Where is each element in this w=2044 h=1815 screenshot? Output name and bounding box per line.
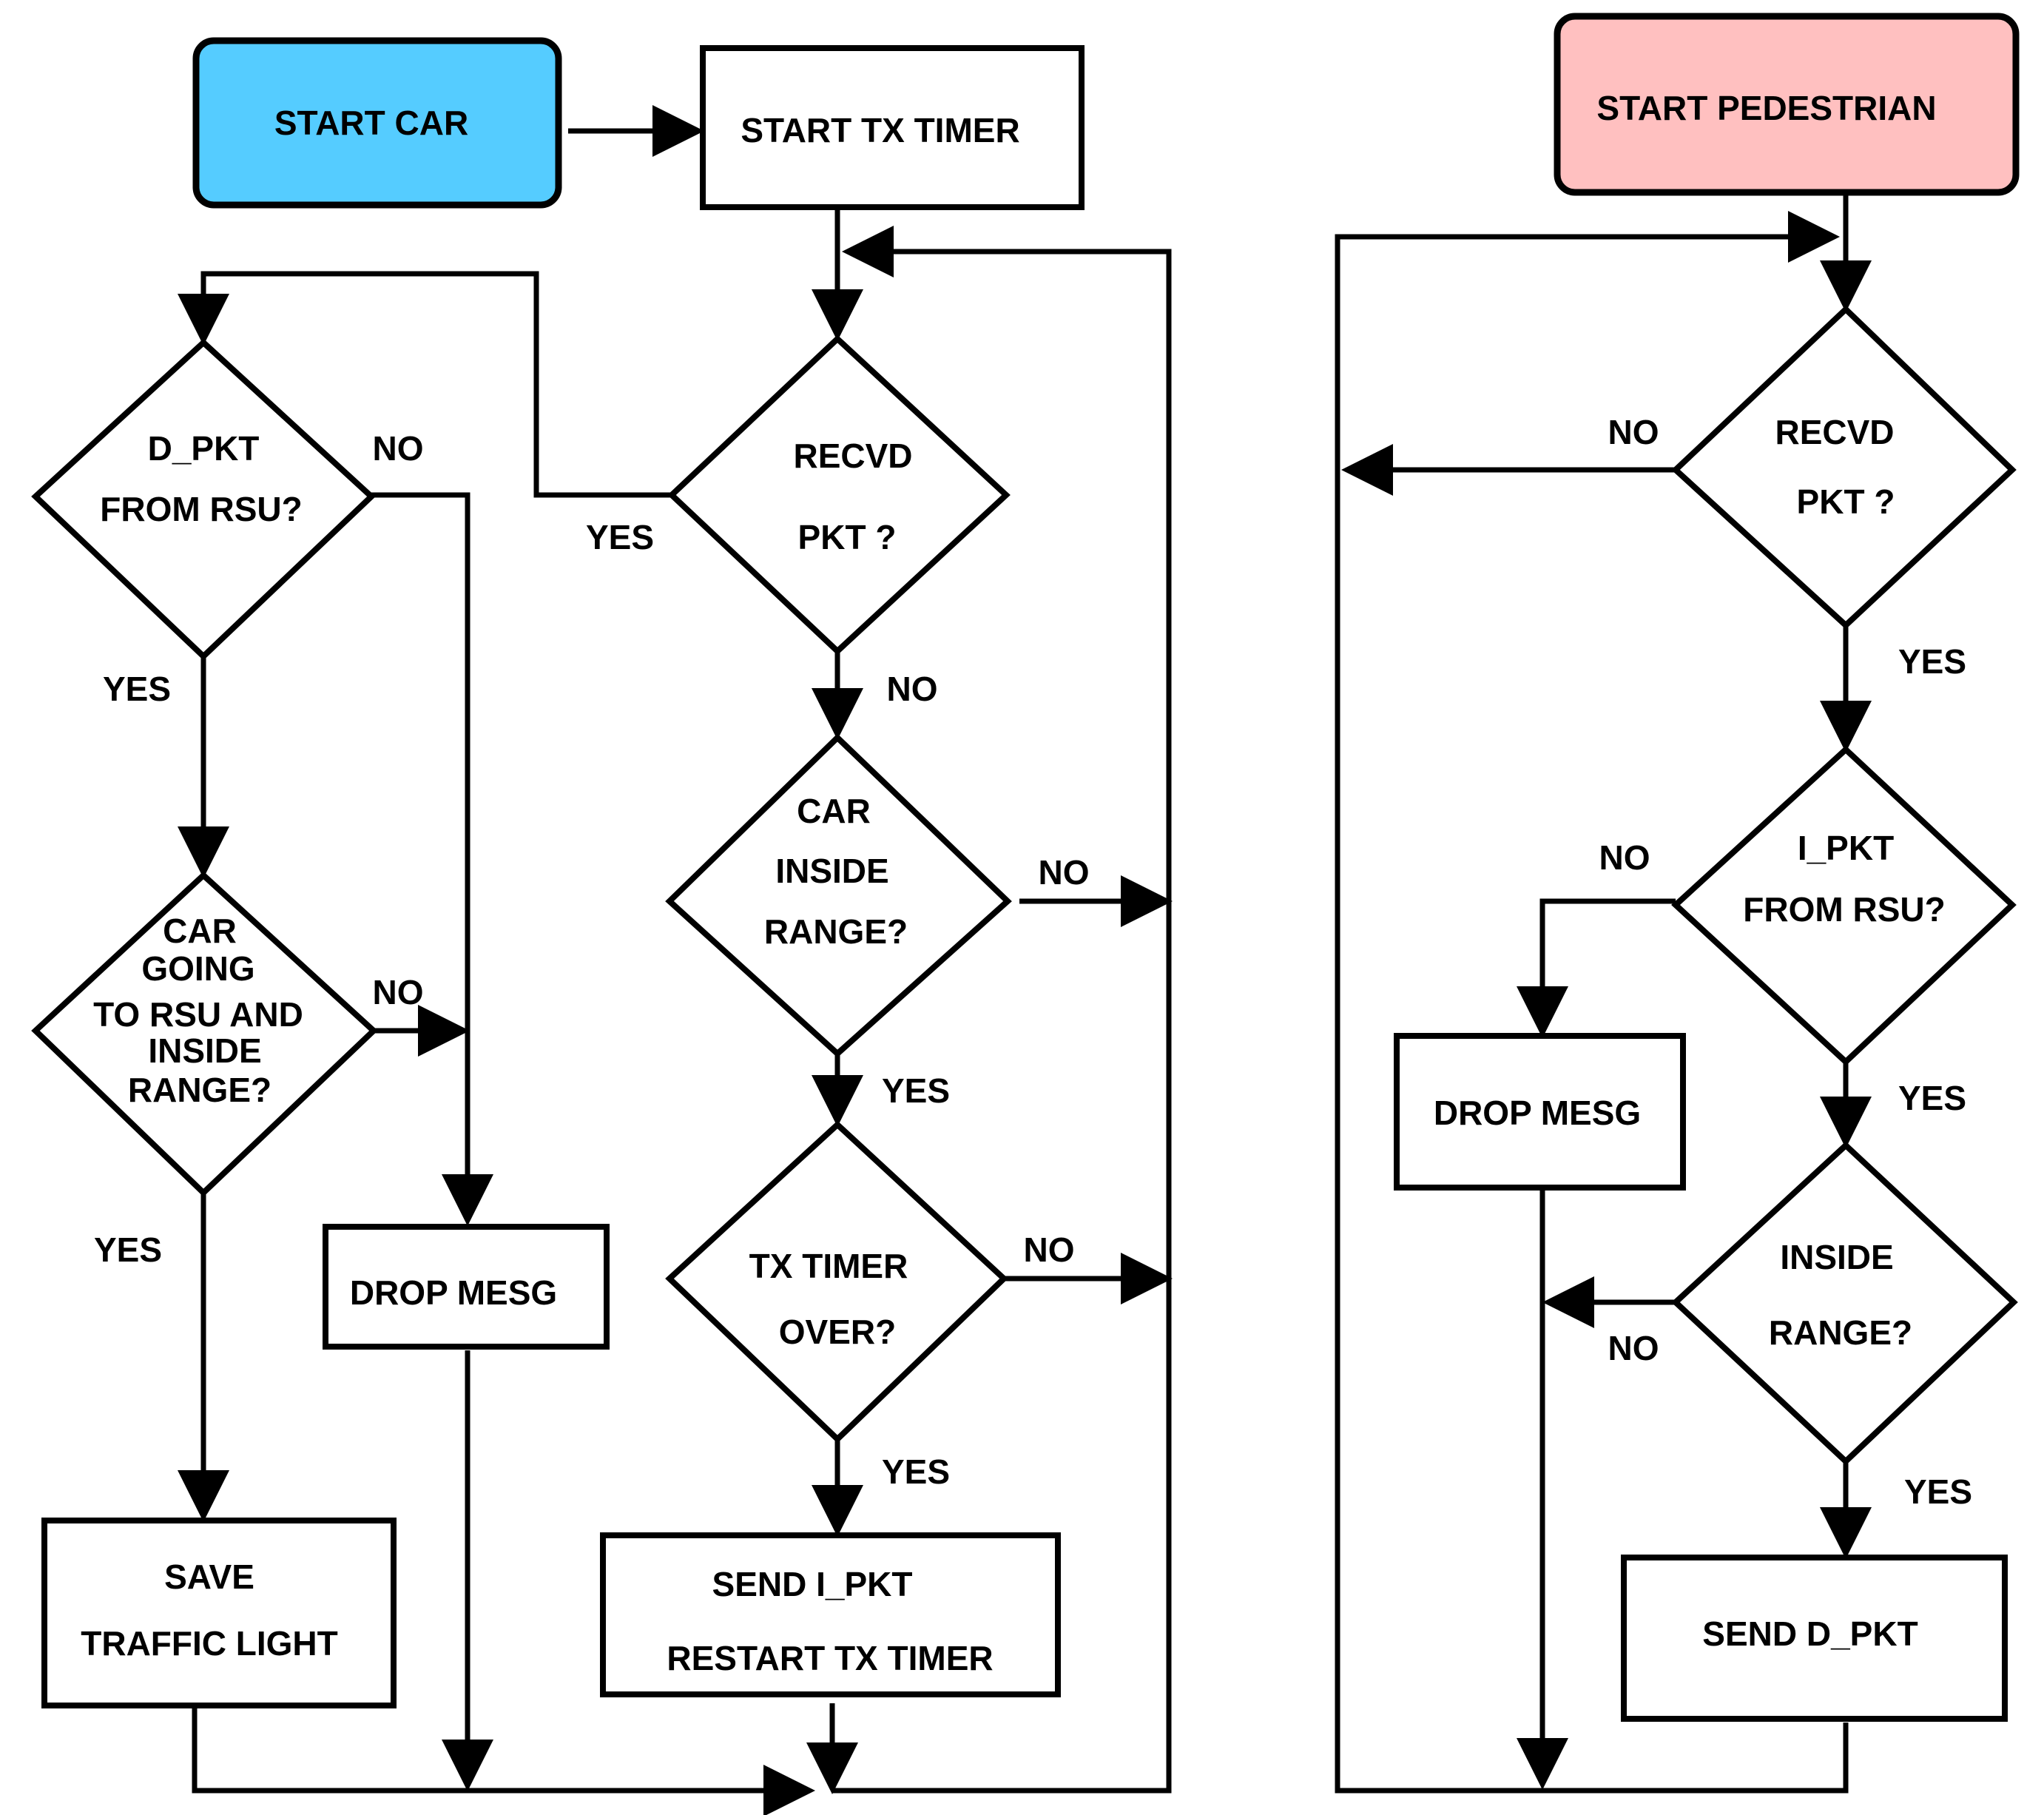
car-going-line-2: GOING bbox=[141, 949, 254, 988]
d-pkt-line-2: FROM RSU? bbox=[100, 490, 302, 528]
ped-inside-range-line-2: RANGE? bbox=[1769, 1313, 1912, 1352]
label-ped-recvd-yes: YES bbox=[1898, 642, 1966, 681]
send-i-pkt-line-2: RESTART TX TIMER bbox=[667, 1639, 993, 1677]
start-car-label: START CAR bbox=[274, 104, 468, 142]
send-i-pkt-node: SEND I_PKT RESTART TX TIMER bbox=[600, 1532, 1061, 1697]
start-car-node: START CAR bbox=[192, 37, 562, 209]
car-going-decision: CAR GOING TO RSU AND INSIDE RANGE? bbox=[31, 871, 378, 1197]
label-ped-range-yes: YES bbox=[1904, 1472, 1972, 1511]
car-recvd-pkt-line-2: PKT ? bbox=[798, 518, 897, 556]
tx-timer-over-line-2: OVER? bbox=[779, 1313, 896, 1351]
ped-recvd-pkt-line-1: RECVD bbox=[1775, 413, 1894, 451]
send-d-pkt-node: SEND D_PKT bbox=[1621, 1555, 2008, 1722]
label-ped-recvd-no: NO bbox=[1608, 413, 1659, 451]
start-car-shape bbox=[192, 37, 562, 209]
d-pkt-from-rsu-decision: D_PKT FROM RSU? bbox=[31, 338, 376, 661]
label-recvd-no: NO bbox=[887, 670, 938, 708]
connectors bbox=[178, 105, 1872, 1815]
send-d-pkt-label: SEND D_PKT bbox=[1702, 1614, 1917, 1653]
label-going-yes: YES bbox=[94, 1230, 162, 1269]
car-drop-mesg-label: DROP MESG bbox=[350, 1273, 557, 1312]
ped-drop-mesg-node: DROP MESG bbox=[1394, 1033, 1686, 1191]
send-i-pkt-line-1: SEND I_PKT bbox=[712, 1565, 913, 1603]
edge-recvd-yes-to-dpkt bbox=[178, 271, 672, 498]
save-traffic-light-shape bbox=[41, 1518, 397, 1708]
start-tx-timer-label: START TX TIMER bbox=[741, 111, 1019, 149]
i-pkt-line-2: FROM RSU? bbox=[1743, 890, 1945, 929]
ped-inside-range-diamond bbox=[1671, 1141, 2018, 1466]
ped-recvd-pkt-decision: RECVD PKT ? bbox=[1671, 305, 2017, 630]
car-recvd-pkt-diamond bbox=[667, 334, 1011, 656]
start-pedestrian-label: START PEDESTRIAN bbox=[1596, 89, 1936, 127]
label-timer-no: NO bbox=[1024, 1230, 1075, 1269]
car-going-line-3: TO RSU AND bbox=[93, 995, 303, 1034]
i-pkt-line-1: I_PKT bbox=[1798, 829, 1894, 867]
ped-inside-range-line-1: INSIDE bbox=[1780, 1238, 1893, 1276]
car-inside-range-line-3: RANGE? bbox=[764, 912, 908, 951]
i-pkt-from-rsu-diamond bbox=[1671, 745, 2017, 1066]
tx-timer-over-decision: TX TIMER OVER? bbox=[665, 1120, 1008, 1444]
ped-recvd-pkt-diamond bbox=[1671, 305, 2017, 630]
car-inside-range-line-2: INSIDE bbox=[775, 852, 888, 890]
ped-inside-range-decision: INSIDE RANGE? bbox=[1671, 1141, 2018, 1466]
label-dpkt-yes: YES bbox=[103, 670, 171, 708]
start-tx-timer-node: START TX TIMER bbox=[700, 45, 1085, 210]
start-tx-timer-shape bbox=[700, 45, 1085, 210]
send-d-pkt-shape bbox=[1621, 1555, 2008, 1722]
car-going-diamond bbox=[31, 871, 378, 1197]
car-going-line-1: CAR bbox=[163, 912, 237, 950]
label-dpkt-no: NO bbox=[373, 429, 424, 468]
edge-dpkt-no-to-drop bbox=[371, 492, 493, 1226]
label-range-no: NO bbox=[1039, 853, 1090, 892]
label-range-yes: YES bbox=[882, 1071, 950, 1110]
edge-save-to-bottom bbox=[192, 1705, 815, 1815]
car-going-line-4: INSIDE bbox=[148, 1031, 261, 1070]
save-line-1: SAVE bbox=[164, 1558, 254, 1596]
i-pkt-from-rsu-decision: I_PKT FROM RSU? bbox=[1671, 745, 2017, 1066]
start-pedestrian-node: START PEDESTRIAN bbox=[1554, 13, 2020, 196]
label-recvd-yes: YES bbox=[586, 518, 654, 556]
tx-timer-over-diamond bbox=[665, 1120, 1008, 1444]
car-inside-range-decision: CAR INSIDE RANGE? bbox=[665, 733, 1012, 1058]
ped-drop-mesg-shape bbox=[1394, 1033, 1686, 1191]
start-pedestrian-shape bbox=[1554, 13, 2020, 196]
edge-labels: NO YES YES NO NO NO YES YES NO YES NO YE… bbox=[94, 413, 1972, 1511]
label-ped-ipkt-no: NO bbox=[1599, 838, 1650, 877]
car-recvd-pkt-line-1: RECVD bbox=[793, 437, 912, 475]
car-drop-mesg-shape bbox=[323, 1224, 610, 1350]
car-going-line-5: RANGE? bbox=[128, 1071, 271, 1109]
tx-timer-over-line-1: TX TIMER bbox=[749, 1247, 908, 1285]
edge-ped-ipkt-no-to-drop bbox=[1517, 898, 1676, 1038]
label-ped-ipkt-yes: YES bbox=[1898, 1079, 1966, 1117]
save-traffic-light-node: SAVE TRAFFIC LIGHT bbox=[41, 1518, 397, 1708]
d-pkt-from-rsu-diamond bbox=[31, 338, 376, 661]
car-inside-range-diamond bbox=[665, 733, 1012, 1058]
label-timer-yes: YES bbox=[882, 1452, 950, 1491]
car-inside-range-line-1: CAR bbox=[797, 792, 871, 830]
save-line-2: TRAFFIC LIGHT bbox=[81, 1624, 338, 1663]
car-recvd-pkt-decision: RECVD PKT ? bbox=[667, 334, 1011, 656]
ped-recvd-pkt-line-2: PKT ? bbox=[1797, 482, 1895, 521]
car-drop-mesg-node: DROP MESG bbox=[323, 1224, 610, 1350]
label-going-no: NO bbox=[373, 973, 424, 1011]
d-pkt-line-1: D_PKT bbox=[148, 429, 260, 468]
send-i-pkt-shape bbox=[600, 1532, 1061, 1697]
edge-car-loop-return bbox=[832, 226, 1172, 1794]
ped-drop-mesg-label: DROP MESG bbox=[1434, 1094, 1641, 1132]
edge-ped-loop-return bbox=[1335, 211, 1849, 1794]
label-ped-range-no: NO bbox=[1608, 1329, 1659, 1367]
